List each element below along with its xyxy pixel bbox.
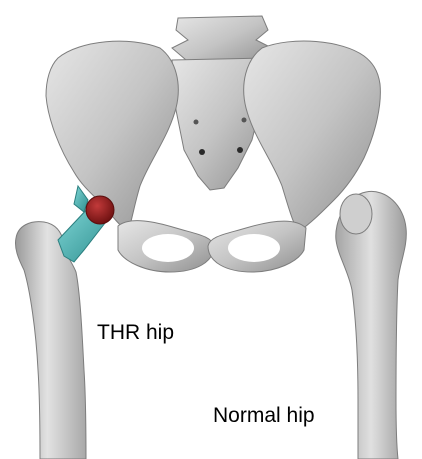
- pubic-region: [118, 221, 306, 272]
- thr-hip-label: THR hip: [97, 322, 174, 343]
- normal-hip-label: Normal hip: [213, 405, 315, 426]
- thr-implant: [58, 186, 114, 262]
- right-femur: [336, 191, 407, 459]
